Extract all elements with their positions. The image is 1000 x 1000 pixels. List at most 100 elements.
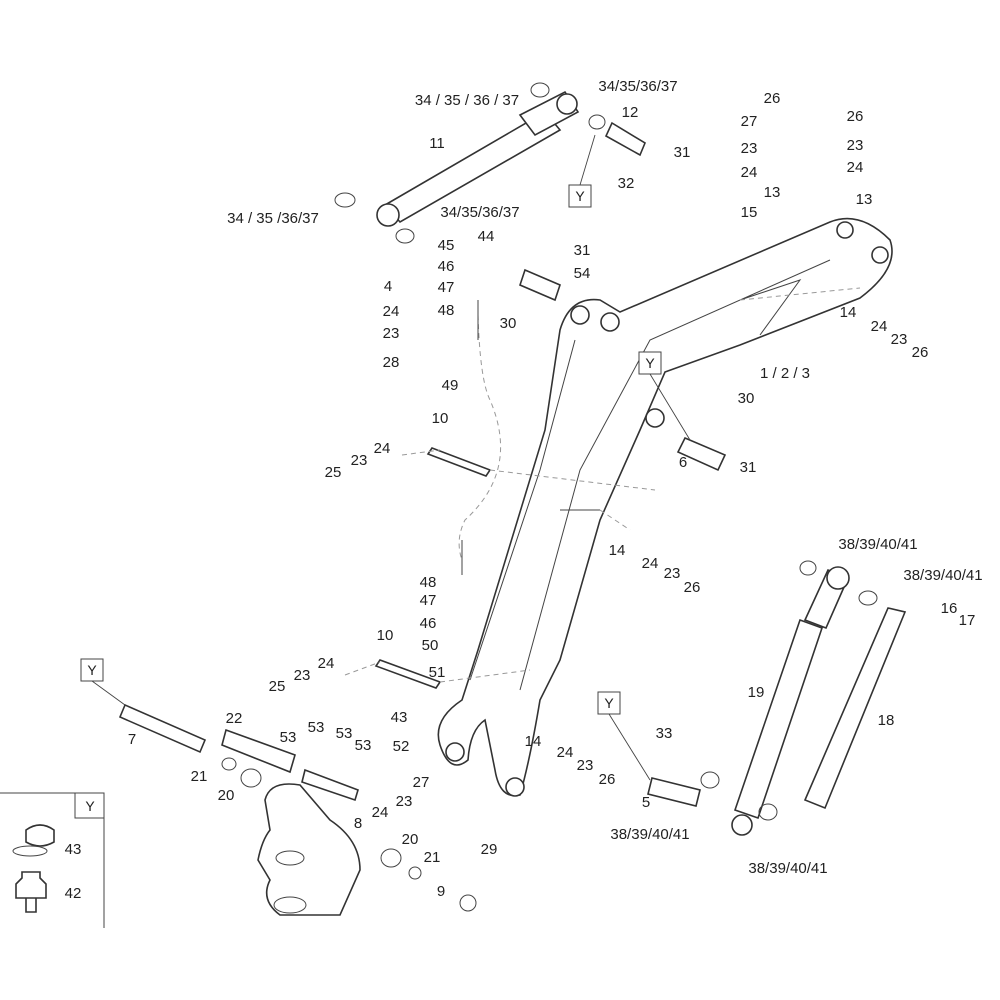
callout-label: 34 / 35 /36/37 — [227, 210, 319, 227]
callout-label: 27 — [741, 113, 758, 130]
callout-label: 25 — [269, 678, 286, 695]
callout-label: 26 — [764, 90, 781, 107]
callout-label: 26 — [599, 771, 616, 788]
callout-label: 53 — [308, 719, 325, 736]
callout-label: 10 — [377, 627, 394, 644]
callout-label: 51 — [429, 664, 446, 681]
callout-label: 15 — [741, 204, 758, 221]
svg-text:Y: Y — [645, 355, 655, 371]
detail-marker-y-4: Y — [597, 691, 621, 715]
callout-label: 28 — [383, 354, 400, 371]
callout-label: 24 — [871, 318, 888, 335]
callout-label: 53 — [355, 737, 372, 754]
callout-label: 31 — [574, 242, 591, 259]
callout-label: 29 — [481, 841, 498, 858]
callout-label: 7 — [128, 731, 136, 748]
bucket-cylinder-part — [731, 566, 850, 836]
callout-label: 21 — [191, 768, 208, 785]
callout-label: 54 — [574, 265, 591, 282]
callout-label: 23 — [351, 452, 368, 469]
callout-label: 14 — [525, 733, 542, 750]
callout-label: 23 — [664, 565, 681, 582]
callout-label: 46 — [438, 258, 455, 275]
callout-label: 13 — [856, 191, 873, 208]
link-part — [803, 607, 907, 810]
callout-label: 27 — [413, 774, 430, 791]
callout-label: 49 — [442, 377, 459, 394]
bucket-link-part — [257, 783, 361, 916]
callout-label: 24 — [383, 303, 400, 320]
washers — [221, 82, 878, 912]
plate-10-upper — [426, 447, 492, 477]
callout-label: 11 — [429, 135, 445, 152]
block-8 — [301, 768, 359, 802]
callout-label: 16 — [941, 600, 958, 617]
callout-label: 34/35/36/37 — [598, 78, 677, 95]
callout-label: 24 — [642, 555, 659, 572]
callout-label: 31 — [674, 144, 691, 161]
callout-label: 8 — [354, 815, 362, 832]
callout-label: 23 — [891, 331, 908, 348]
svg-text:Y: Y — [85, 798, 95, 814]
callout-label: 24 — [372, 804, 389, 821]
callout-label: 38/39/40/41 — [838, 536, 917, 553]
callout-label: 46 — [420, 615, 437, 632]
pin-7 — [118, 703, 207, 754]
detail-marker-y-2: Y — [638, 351, 662, 375]
pin-6 — [676, 436, 727, 472]
callout-label: 48 — [420, 574, 437, 591]
callout-label: 43 — [65, 841, 82, 858]
callout-label: 23 — [294, 667, 311, 684]
callout-label: 38/39/40/41 — [748, 860, 827, 877]
svg-text:Y: Y — [87, 662, 97, 678]
callout-label: 13 — [764, 184, 781, 201]
callout-label: 33 — [656, 725, 673, 742]
plate-22 — [221, 728, 296, 774]
callout-label: 26 — [847, 108, 864, 125]
callout-label: 14 — [840, 304, 857, 321]
callout-label: 23 — [741, 140, 758, 157]
callout-label: 4 — [384, 278, 392, 295]
callout-label: 34/35/36/37 — [440, 204, 519, 221]
callout-label: 24 — [318, 655, 335, 672]
pin-12 — [604, 121, 647, 157]
grease-fitting-part — [15, 871, 47, 913]
callout-label: 43 — [391, 709, 408, 726]
callout-label: 23 — [396, 793, 413, 810]
callout-label: 5 — [642, 794, 650, 811]
detail-inset-y — [0, 792, 105, 928]
boom-part — [437, 217, 893, 797]
callout-label: 32 — [618, 175, 635, 192]
callout-label: 30 — [738, 390, 755, 407]
callout-label: 31 — [740, 459, 757, 476]
cap-part — [25, 824, 55, 847]
callout-label: 48 — [438, 302, 455, 319]
callout-label: 26 — [912, 344, 929, 361]
callout-label: 24 — [741, 164, 758, 181]
callout-label: 20 — [218, 787, 235, 804]
callout-label: 20 — [402, 831, 419, 848]
callout-label: 6 — [679, 454, 687, 471]
callout-label: 45 — [438, 237, 455, 254]
callout-label: 23 — [577, 757, 594, 774]
svg-text:Y: Y — [604, 695, 614, 711]
callout-label: 17 — [959, 612, 976, 629]
detail-marker-y-1: Y — [568, 184, 592, 208]
arm-cylinder-part — [376, 90, 580, 227]
callout-label: 9 — [437, 883, 445, 900]
callout-label: 19 — [748, 684, 765, 701]
callout-label: 12 — [622, 104, 639, 121]
callout-label: 53 — [336, 725, 353, 742]
callout-label: 30 — [500, 315, 517, 332]
callout-label: 26 — [684, 579, 701, 596]
callout-label: 14 — [609, 542, 626, 559]
callout-label: 18 — [878, 712, 895, 729]
detail-marker-y-5: Y — [85, 798, 95, 814]
callout-label: 42 — [65, 885, 82, 902]
callout-label: 47 — [420, 592, 437, 609]
plate-10-lower — [374, 659, 442, 689]
callout-label: 53 — [280, 729, 297, 746]
